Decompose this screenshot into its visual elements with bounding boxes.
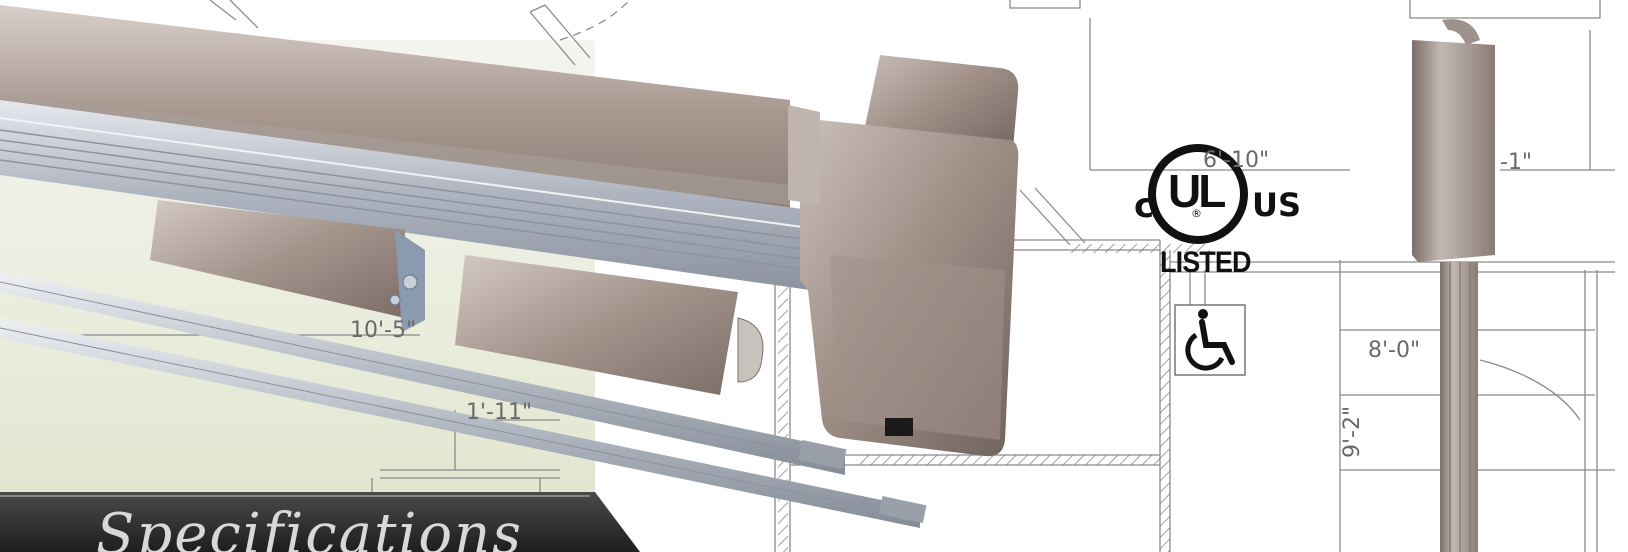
ul-listed-label: LISTED (1160, 246, 1252, 279)
housing-block-left (150, 200, 425, 332)
dimension-label: 1'-11" (466, 400, 533, 425)
vertical-rods (0, 272, 927, 528)
ul-mark: UL (1168, 165, 1226, 217)
ul-canada-mark: c (1134, 186, 1155, 226)
dimension-label: 10'-5" (350, 318, 417, 343)
dimension-label: -1" (1500, 150, 1533, 175)
specifications-heading: Specifications (96, 502, 523, 552)
exit-device-bar (0, 5, 811, 290)
specifications-tab (0, 492, 640, 552)
ul-logo (1148, 144, 1248, 244)
ul-us-mark: US (1252, 186, 1302, 224)
registered-symbol: ® (1191, 207, 1202, 220)
end-cap (788, 55, 1019, 457)
dimension-label: 9'-2" (1340, 405, 1365, 458)
housing-block-right (455, 255, 764, 395)
accessibility-box (1174, 304, 1246, 376)
dimension-label: 8'-0" (1368, 338, 1421, 363)
vertical-rod-device (1412, 19, 1495, 552)
dimension-label: 6'-10" (1203, 148, 1270, 173)
